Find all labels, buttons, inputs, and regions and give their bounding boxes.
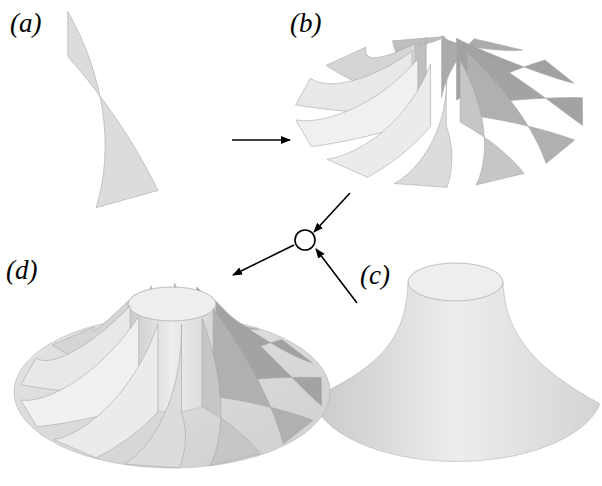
blade	[124, 325, 185, 468]
blade	[394, 64, 452, 187]
blade	[202, 319, 260, 466]
panel-label: (b)	[290, 10, 321, 37]
blade	[68, 12, 158, 208]
panel-label: (d)	[6, 257, 37, 284]
arrow	[232, 139, 290, 141]
flow-arrows	[232, 140, 357, 303]
hub-top	[128, 287, 216, 321]
hub	[312, 263, 600, 486]
arrow	[233, 245, 294, 275]
panel-label: (a)	[10, 10, 41, 37]
blade	[327, 64, 431, 178]
junction-circle	[295, 230, 315, 250]
blade-array	[296, 36, 583, 188]
panel-label: (c)	[360, 262, 390, 289]
single-blade	[68, 12, 158, 208]
blade	[467, 53, 574, 163]
blade	[54, 324, 158, 458]
assembled-impeller	[14, 283, 330, 468]
arrow	[314, 193, 350, 232]
arrow	[316, 249, 357, 303]
blade	[460, 60, 524, 185]
